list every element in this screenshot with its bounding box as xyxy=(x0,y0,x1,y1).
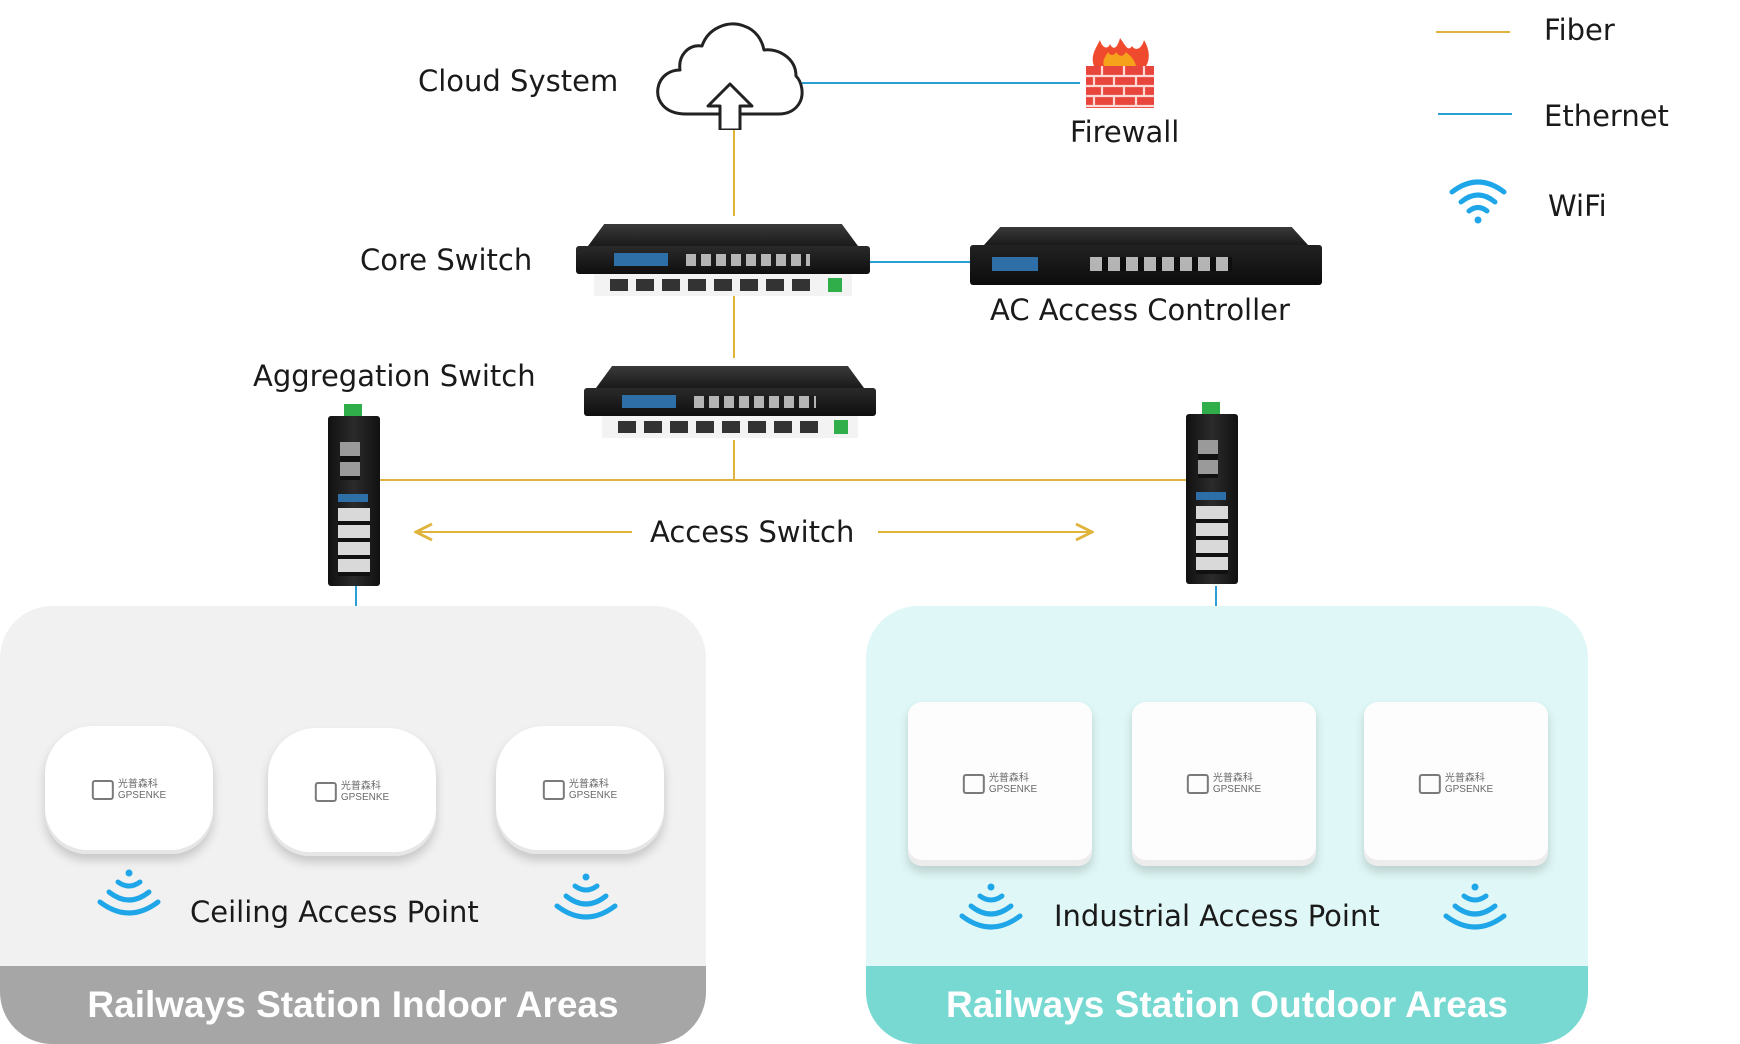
wifi-icon xyxy=(959,883,1023,930)
fiber-links xyxy=(380,120,1186,532)
wifi-icon xyxy=(97,869,161,916)
access-switch-right xyxy=(1186,402,1238,584)
ceiling-ap-label: Ceiling Access Point xyxy=(190,895,479,929)
access-switch-label: Access Switch xyxy=(650,515,855,549)
ac-controller-device xyxy=(970,245,1322,285)
legend-fiber-label: Fiber xyxy=(1544,13,1615,47)
legend-wifi-icon xyxy=(1449,179,1507,224)
access-switch-left xyxy=(328,404,380,586)
aggregation-switch-label: Aggregation Switch xyxy=(253,359,536,393)
cloud-icon xyxy=(656,22,804,130)
wifi-icon xyxy=(554,873,618,920)
outdoor-zone-title: Railways Station Outdoor Areas xyxy=(866,966,1588,1044)
core-switch-device xyxy=(576,246,870,296)
core-switch-label: Core Switch xyxy=(360,243,533,277)
indoor-zone-title: Railways Station Indoor Areas xyxy=(0,966,706,1044)
cloud-system-label: Cloud System xyxy=(418,64,619,98)
wifi-icon xyxy=(1443,883,1507,930)
firewall-icon xyxy=(1086,38,1154,108)
industrial-ap-label: Industrial Access Point xyxy=(1054,899,1380,933)
ac-controller-label: AC Access Controller xyxy=(990,293,1290,327)
legend-wifi-label: WiFi xyxy=(1548,189,1607,223)
aggregation-switch-device xyxy=(584,388,876,438)
legend-ethernet-label: Ethernet xyxy=(1544,99,1669,133)
firewall-label: Firewall xyxy=(1070,115,1180,149)
